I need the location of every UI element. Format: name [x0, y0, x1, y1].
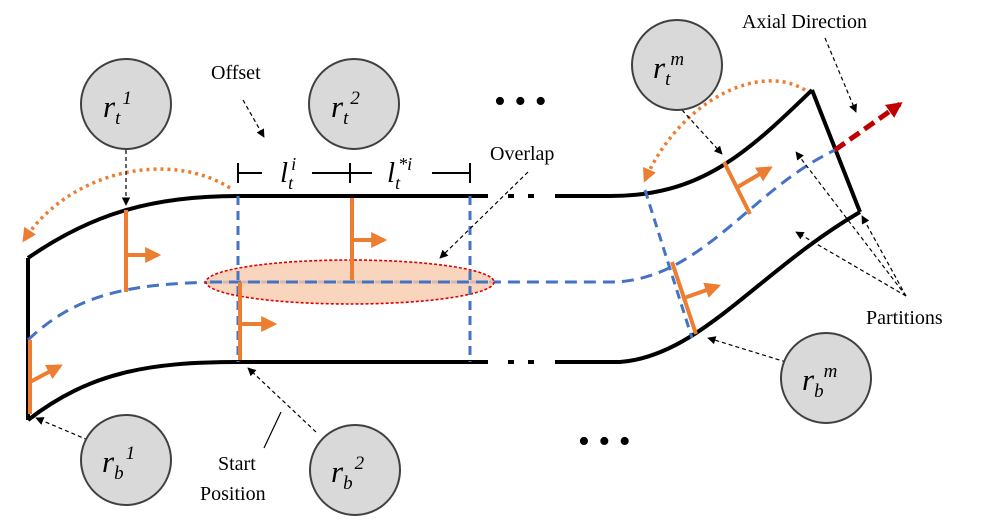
robot-circles: rt1 rt2 rtm rb1 rb2 rbm: [80, 19, 872, 516]
frame-rt2: [350, 198, 388, 280]
pipe-bottom-wall-right: [555, 210, 862, 364]
label-overlap: Overlap: [490, 143, 554, 165]
pointer-partitions-a: [795, 151, 907, 297]
frame-rt1: [124, 210, 162, 292]
rotation-arrow-left: [22, 167, 231, 243]
pipe-top-wall-left: [26, 194, 488, 260]
pointer-rbm: [707, 336, 787, 363]
svg-text:rbm: rbm: [802, 361, 837, 402]
label-axial-direction: Axial Direction: [742, 11, 867, 33]
robot-frames: [28, 161, 773, 414]
ellipsis-bottom: • • •: [578, 423, 631, 460]
length-label-lt-i: lti: [280, 154, 296, 193]
ellipsis-top: • • •: [494, 83, 547, 120]
pointer-overlap: [439, 171, 529, 259]
label-start-position-line1: Start: [218, 453, 256, 475]
label-offset: Offset: [211, 62, 261, 84]
length-dimension: [237, 163, 471, 183]
robot-rt1: rt1: [80, 58, 172, 150]
svg-text:rb2: rb2: [331, 453, 365, 494]
robot-rb1: rb1: [80, 414, 172, 506]
pointer-rtm: [681, 109, 723, 155]
svg-text:rtm: rtm: [653, 49, 684, 90]
pipe-centerline: [26, 148, 836, 342]
pointer-offset: [242, 99, 265, 138]
pointer-rb1: [35, 417, 89, 441]
label-partitions: Partitions: [866, 307, 943, 329]
pipe-top-wall-right: [555, 88, 814, 198]
axial-direction-arrow: [833, 101, 903, 153]
pipe-bottom-wall-left: [26, 360, 488, 422]
frame-rbm: [670, 261, 722, 335]
pointer-rb2: [247, 367, 317, 433]
rotation-arrows: [22, 79, 806, 243]
pointer-partitions-c: [861, 215, 907, 297]
pointer-partitions-b: [795, 231, 907, 297]
robot-rtm: rtm: [631, 19, 723, 111]
pointer-axial: [824, 37, 857, 113]
pointer-arrows: [35, 37, 907, 441]
robot-rbm: rbm: [780, 332, 872, 424]
label-start-position-line2: Position: [200, 483, 266, 505]
svg-text:rt2: rt2: [331, 88, 360, 129]
length-label-lt-star-i: lt*i: [387, 154, 412, 193]
frame-rb2: [238, 282, 278, 360]
svg-text:rt1: rt1: [103, 88, 132, 129]
frame-rb1: [28, 340, 63, 414]
pipe-gap-dots: [508, 194, 534, 364]
partition-bend: [643, 189, 694, 339]
start-position-leader: [263, 411, 282, 449]
frame-rtm: [722, 161, 773, 215]
svg-text:rb1: rb1: [102, 443, 135, 484]
robot-rt2: rt2: [308, 58, 400, 150]
robot-rb2: rb2: [309, 424, 401, 516]
